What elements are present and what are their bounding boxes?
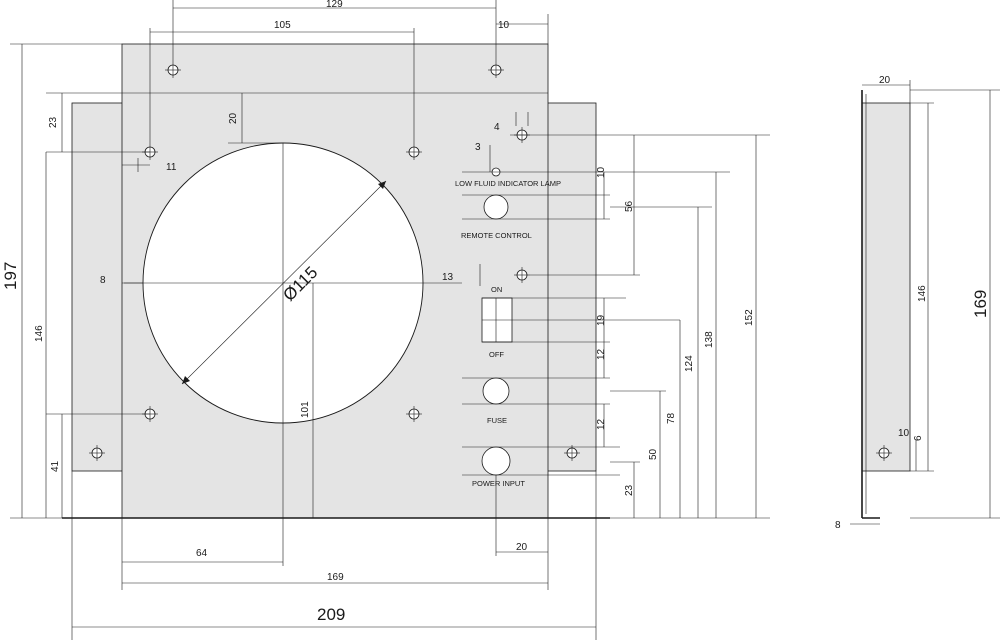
dim-152: 152 xyxy=(744,309,755,326)
dim-41: 41 xyxy=(50,460,61,472)
diameter-line xyxy=(181,180,387,385)
dim-20-upper: 20 xyxy=(228,112,239,124)
dim-138: 138 xyxy=(704,331,715,348)
side-dim-169: 169 xyxy=(971,290,990,318)
side-dim-10: 10 xyxy=(898,428,910,439)
fuse-hole-icon xyxy=(462,377,610,405)
lamp-label: LOW FLUID INDICATOR LAMP xyxy=(455,179,561,188)
diameter-arrow-top xyxy=(378,181,386,189)
dim-8: 8 xyxy=(100,275,106,286)
dim-209: 209 xyxy=(317,605,345,624)
side-dim-146: 146 xyxy=(917,285,928,302)
dim-197: 197 xyxy=(1,262,20,290)
side-dim-6: 6 xyxy=(913,435,924,441)
remote-control-hole-icon xyxy=(462,194,610,220)
dim-23-left: 23 xyxy=(48,116,59,128)
hole-icon xyxy=(89,445,105,461)
hole-icon xyxy=(488,62,504,78)
hole-icon xyxy=(165,62,181,78)
dim-124: 124 xyxy=(684,355,695,372)
dim-50: 50 xyxy=(648,448,659,460)
side-dim-20: 20 xyxy=(879,75,891,86)
dim-19: 19 xyxy=(596,314,607,326)
dim-10-top: 10 xyxy=(498,20,510,31)
diameter-arrow-bottom xyxy=(182,376,190,384)
lamp-hole-icon xyxy=(462,167,640,177)
power-input-label: POWER INPUT xyxy=(472,479,525,488)
dim-105: 105 xyxy=(274,20,291,31)
switch-off-label: OFF xyxy=(489,350,504,359)
dim-12-a: 12 xyxy=(596,348,607,360)
hole-icon xyxy=(406,406,422,422)
switch-on-label: ON xyxy=(491,285,502,294)
dim-64: 64 xyxy=(196,548,208,559)
side-dim-8: 8 xyxy=(835,520,841,531)
dim-12-b: 12 xyxy=(596,418,607,430)
dim-13: 13 xyxy=(442,272,454,283)
dim-4: 4 xyxy=(494,122,500,133)
power-input-hole-icon xyxy=(462,446,620,476)
dim-78: 78 xyxy=(666,412,677,424)
dim-20-bottom: 20 xyxy=(516,542,528,553)
dim-3: 3 xyxy=(475,142,481,153)
switch-cutout xyxy=(481,297,680,343)
dim-101: 101 xyxy=(300,401,311,418)
dimension-lines xyxy=(10,0,770,640)
remote-control-label: REMOTE CONTROL xyxy=(461,231,532,240)
hole-icon xyxy=(876,445,892,461)
dim-11: 11 xyxy=(166,162,177,173)
dim-23-right: 23 xyxy=(624,484,635,496)
hole-icon xyxy=(406,144,422,160)
hole-icon xyxy=(514,267,530,283)
dim-169-bottom: 169 xyxy=(327,572,344,583)
dim-56: 56 xyxy=(624,200,635,212)
hole-icon xyxy=(564,445,580,461)
dim-146-left: 146 xyxy=(34,325,45,342)
side-view xyxy=(850,80,1000,525)
dim-10-lamp: 10 xyxy=(596,166,607,178)
fuse-label: FUSE xyxy=(487,416,507,425)
dim-129: 129 xyxy=(326,0,343,10)
